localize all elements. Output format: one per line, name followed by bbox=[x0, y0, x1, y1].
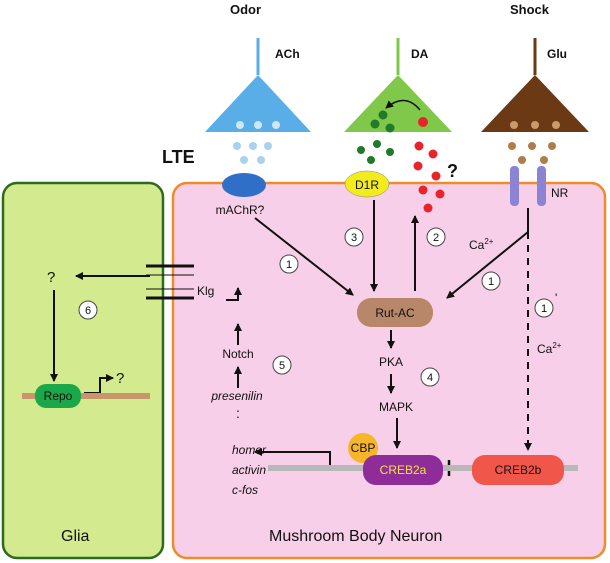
svg-text:2: 2 bbox=[433, 232, 439, 244]
rut-ac-label: Rut-AC bbox=[375, 306, 415, 320]
d1r-receptor bbox=[344, 170, 390, 198]
repo-label: Repo bbox=[44, 389, 73, 403]
lte-label: LTE bbox=[162, 147, 195, 167]
creb2a-label: CREB2a bbox=[380, 463, 427, 477]
glia-cell bbox=[1, 181, 165, 560]
shock-label: Shock bbox=[510, 2, 550, 17]
svg-text:1: 1 bbox=[541, 303, 547, 315]
glu-label: Glu bbox=[547, 47, 567, 61]
machr-receptor bbox=[222, 173, 266, 197]
klg-label: Klg bbox=[197, 284, 214, 298]
nr-label: NR bbox=[551, 186, 569, 200]
svg-text:5: 5 bbox=[279, 360, 285, 372]
ach-label: ACh bbox=[275, 47, 300, 61]
pka-label: PKA bbox=[379, 355, 403, 369]
glu-input-neuron bbox=[481, 38, 589, 132]
glu-vesicles bbox=[508, 142, 556, 164]
svg-text:3: 3 bbox=[351, 232, 357, 244]
svg-text:4: 4 bbox=[427, 372, 433, 384]
cbp-label: CBP bbox=[351, 441, 376, 455]
glia-question-top: ? bbox=[47, 269, 55, 286]
ach-vesicles bbox=[233, 142, 272, 164]
glia-title: Glia bbox=[61, 528, 90, 545]
odor-label: Odor bbox=[230, 2, 261, 17]
svg-text:1: 1 bbox=[488, 276, 494, 288]
gene-activin: activin bbox=[232, 463, 266, 477]
glia-dna-strand bbox=[22, 393, 150, 399]
rut-ac-enzyme bbox=[357, 298, 433, 327]
da-input-neuron bbox=[344, 38, 452, 133]
da-label: DA bbox=[411, 47, 429, 61]
creb2b-protein bbox=[472, 455, 564, 485]
creb2a-protein bbox=[363, 455, 443, 485]
svg-text:': ' bbox=[555, 291, 557, 305]
pathway-arrows bbox=[50, 200, 532, 476]
svg-text:1: 1 bbox=[286, 259, 292, 271]
calcium-label-main: Ca2+ bbox=[469, 237, 494, 252]
gene-c-fos: c-fos bbox=[232, 483, 258, 497]
machr-label: mAChR? bbox=[216, 203, 265, 217]
gap-junction bbox=[146, 264, 194, 300]
nr-receptor bbox=[510, 166, 546, 206]
gene-homer: homer bbox=[232, 443, 267, 457]
step-circles bbox=[78, 227, 554, 387]
presenilin-label: presenilin bbox=[210, 389, 263, 403]
calcium-label-dashed: Ca2+ bbox=[537, 341, 562, 356]
repo-protein bbox=[35, 384, 81, 408]
ach-input-neuron bbox=[205, 38, 311, 132]
step-numbers: 1 3 2 1 1 ' 4 5 6 bbox=[85, 232, 557, 384]
da-vesicles bbox=[357, 140, 445, 213]
presenilin-dots: : bbox=[236, 405, 240, 421]
mapk-label: MAPK bbox=[379, 400, 413, 414]
glia-question-target: ? bbox=[116, 370, 124, 387]
cbp-protein bbox=[348, 433, 378, 463]
creb2b-label: CREB2b bbox=[495, 463, 542, 477]
neuron-title: Mushroom Body Neuron bbox=[269, 528, 442, 545]
svg-text:6: 6 bbox=[85, 305, 91, 317]
dopamine-question-mark: ? bbox=[447, 161, 458, 181]
d1r-label: D1R bbox=[355, 178, 379, 192]
notch-label: Notch bbox=[222, 347, 253, 361]
